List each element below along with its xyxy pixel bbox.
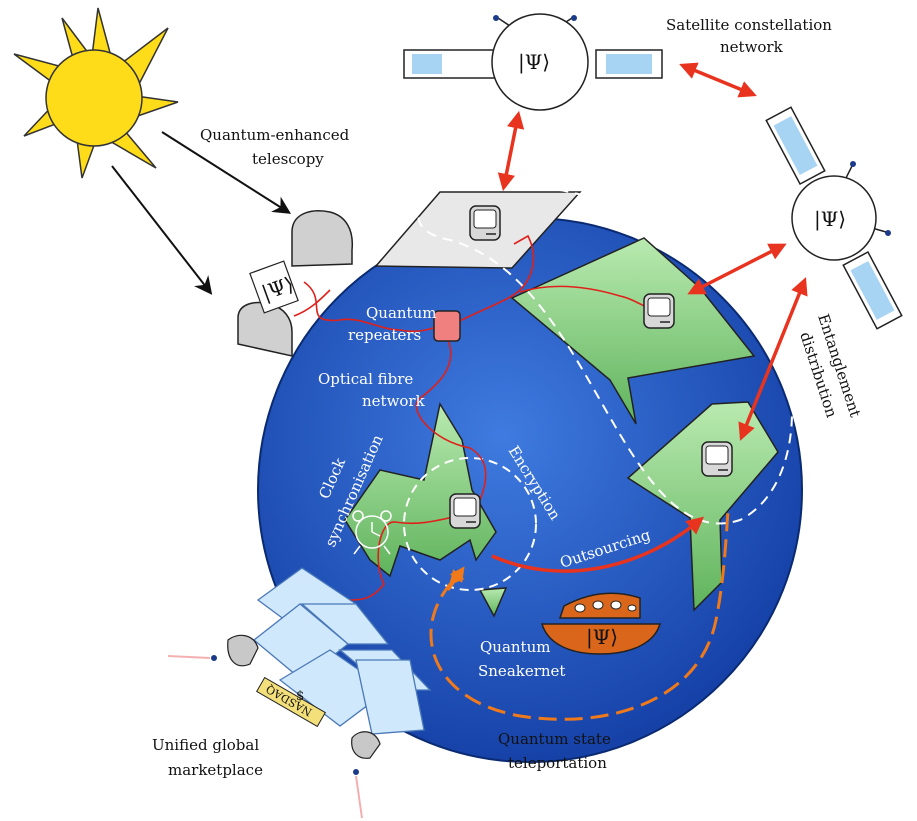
southeast-continent bbox=[626, 401, 779, 612]
small-island bbox=[478, 587, 508, 618]
telescope-icon: |Ψ⟩ bbox=[237, 210, 354, 357]
teleportation-label-1: Quantum state bbox=[498, 730, 611, 748]
satellite-network-label-2: network bbox=[720, 38, 784, 56]
computer-icon[interactable] bbox=[449, 493, 481, 529]
fibre-label-1: Optical fibre bbox=[318, 370, 413, 388]
telescopy-label-1: Quantum-enhanced bbox=[200, 126, 350, 144]
teleportation-arrow-head bbox=[446, 566, 465, 591]
boat-psi-label: |Ψ⟩ bbox=[586, 625, 618, 650]
sneakernet-label-2: Sneakernet bbox=[478, 662, 565, 680]
satellite-top[interactable]: |Ψ⟩ bbox=[403, 13, 663, 111]
telescopy-arrow-upper bbox=[161, 131, 292, 214]
telescopy-label-2: telescopy bbox=[252, 150, 324, 168]
intersatellite-arrow bbox=[679, 62, 757, 98]
satellite-network-label-1: Satellite constellation bbox=[666, 16, 832, 34]
uplink-arrow bbox=[497, 110, 525, 192]
encryption-ring bbox=[403, 457, 537, 591]
sneakernet-boat: |Ψ⟩ bbox=[540, 592, 662, 655]
marketplace-screens[interactable]: NASDAQ $ bbox=[167, 567, 432, 819]
distribution-label: Distribution bbox=[595, 173, 687, 224]
marketplace-label-1: Unified global bbox=[152, 736, 259, 754]
computer-icon[interactable] bbox=[469, 205, 501, 241]
computer-icon[interactable] bbox=[643, 293, 675, 329]
repeaters-label-1: Quantum bbox=[366, 304, 436, 322]
sun-icon bbox=[13, 7, 179, 179]
quantum-repeater[interactable] bbox=[433, 310, 461, 342]
computer-icon[interactable] bbox=[701, 441, 733, 477]
satellite-right[interactable]: |Ψ⟩ bbox=[765, 106, 903, 330]
satellite-right-psi-label: |Ψ⟩ bbox=[814, 207, 846, 232]
teleportation-label-2: teleportation bbox=[508, 754, 607, 772]
downlink-arrow-upper bbox=[687, 243, 787, 295]
distribution-ring bbox=[417, 182, 793, 525]
teleportation-loop bbox=[429, 509, 730, 721]
downlink-arrow-lower bbox=[738, 277, 808, 441]
repeaters-label-2: repeaters bbox=[348, 326, 421, 344]
dollar-sign: $ bbox=[296, 689, 304, 704]
sneakernet-label-1: Quantum bbox=[480, 638, 550, 656]
satellite-top-psi-label: |Ψ⟩ bbox=[518, 50, 550, 75]
telescopy-arrow-lower bbox=[111, 165, 213, 295]
marketplace-label-2: marketplace bbox=[168, 761, 263, 779]
clock-icon bbox=[352, 510, 392, 555]
outsourcing-arrow bbox=[491, 516, 705, 573]
fibre-label-2: network bbox=[362, 392, 426, 410]
